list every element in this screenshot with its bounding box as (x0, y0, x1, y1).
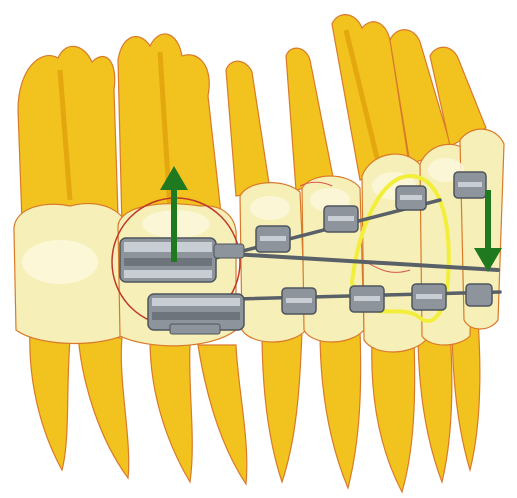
root-molar-2b (198, 345, 247, 484)
root-premolar-2 (320, 330, 361, 488)
root-molar-2a (150, 340, 192, 482)
bracket-lower-4 (466, 284, 492, 306)
root-premolar-1 (262, 330, 302, 482)
molar-band-lower (148, 294, 244, 334)
root-molar-left-b (78, 335, 129, 478)
upper-premolar-2 (286, 48, 334, 190)
root-incisor-1 (418, 330, 452, 482)
upper-premolar-1 (226, 61, 270, 196)
root-molar-left-a (30, 330, 70, 470)
root-canine (372, 340, 415, 492)
